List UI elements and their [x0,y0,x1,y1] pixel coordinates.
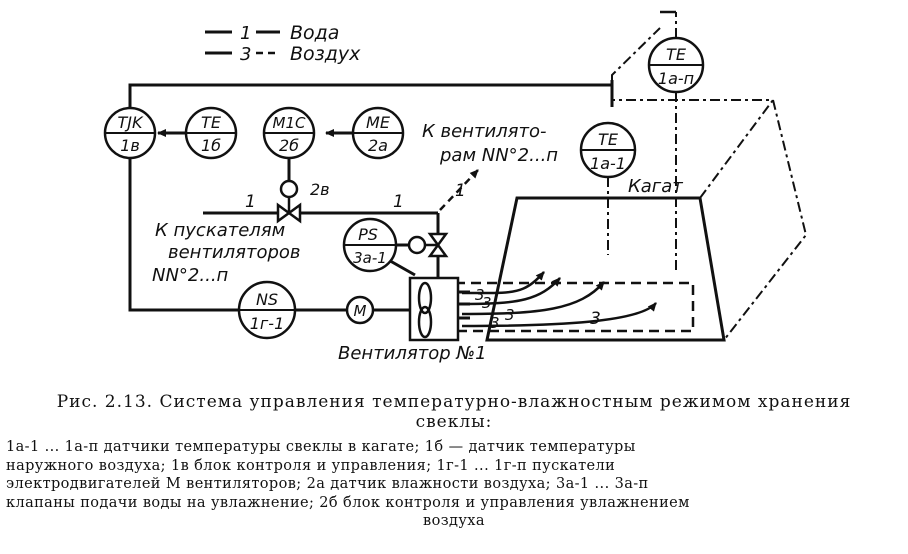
node-motor-label: M [354,302,367,320]
node-ns-top: NS [256,290,278,309]
node-tjk-bottom: 1в [120,136,140,155]
starters-label-line2: вентиляторов [168,242,301,263]
water-label-1a: 1 [245,192,256,212]
to-fans-label-line1: К вентилято- [422,121,546,142]
legend-air-code: 3 [240,44,251,65]
water-label-1c: 1 [455,181,466,201]
node-te-pile-n: TE 1a-п [647,36,705,94]
caption-legend-line3: электродвигателей М вентиляторов; 2а дат… [6,476,649,492]
starters-label-line1: К пускателям [155,220,285,241]
caption-title-line2: свеклы: [415,412,493,432]
node-te-pile-n-top: TE [666,45,687,64]
legend-water-label: Вода [290,22,339,44]
node-te-outside-bottom: 1б [201,136,221,155]
valve-3a-1 [407,232,449,258]
node-motor: M [345,295,375,325]
starters-label-line3: NN°2...п [152,265,229,286]
caption-title-line1: Рис. 2.13. Система управления температур… [56,392,852,412]
air-flows [461,271,657,328]
node-te-pile-n-bottom: 1a-п [658,69,694,88]
to-fans-label-line2: рам NN°2...п [439,145,558,166]
control-system-diagram: 1 Вода 3 Воздух 1 1 1 [103,10,808,364]
node-me-top: ME [366,113,391,132]
water-label-1b: 1 [393,192,404,212]
legend-water-code: 1 [240,23,251,44]
node-m1c: M1C 2б [262,106,316,160]
node-me: ME 2a [351,106,405,160]
caption-legend-line2: наружного воздуха; 1в блок контроля и уп… [6,457,616,474]
fan-label: Вентилятор №1 [338,343,487,364]
figure-caption-legend: 1а-1 ... 1а-п датчики температуры свеклы… [6,438,902,531]
node-ps-bottom: 3a-1 [353,249,387,267]
air-label-3e: 3 [590,309,601,329]
diagram-legend: 1 Вода 3 Воздух [205,22,361,65]
to-other-fans-branch [439,169,479,211]
node-tjk: TJK 1в [103,106,157,160]
node-te-pile-1: TE 1a-1 [579,121,637,179]
air-label-3d: 3 [505,306,515,324]
air-label-3a: 3 [475,286,485,304]
caption-legend-line5: воздуха [423,513,485,529]
sensor-probes [607,12,677,272]
valve-2v [276,179,302,224]
caption-legend-line4: клапаны подачи воды на увлажнение; 2б бл… [6,494,690,511]
node-te-outside-top: TE [201,113,222,132]
figure-caption-title: Рис. 2.13. Система управления температур… [0,392,908,432]
legend-air-label: Воздух [290,43,361,65]
signal-lines [128,80,614,312]
air-label-3c: 3 [490,314,500,332]
node-m1c-top: M1C [273,114,306,132]
pile-label: Кагат [628,176,683,197]
node-ns: NS 1г-1 [237,280,297,340]
node-ns-bottom: 1г-1 [250,314,285,333]
node-ps-top: PS [358,225,378,244]
node-ps: PS 3a-1 [342,217,398,273]
node-m1c-bottom: 2б [279,136,299,155]
valve-2v-label: 2в [310,180,330,199]
node-te-pile-1-bottom: 1a-1 [590,154,626,173]
node-tjk-top: TJK [118,113,144,132]
node-te-outside: TE 1б [184,106,238,160]
fan-unit [408,276,470,342]
node-me-bottom: 2a [368,136,388,155]
caption-legend-line1: 1а-1 ... 1а-п датчики температуры свеклы… [6,439,636,455]
node-te-pile-1-top: TE [598,130,619,149]
air-label-3b: 3 [482,294,492,312]
